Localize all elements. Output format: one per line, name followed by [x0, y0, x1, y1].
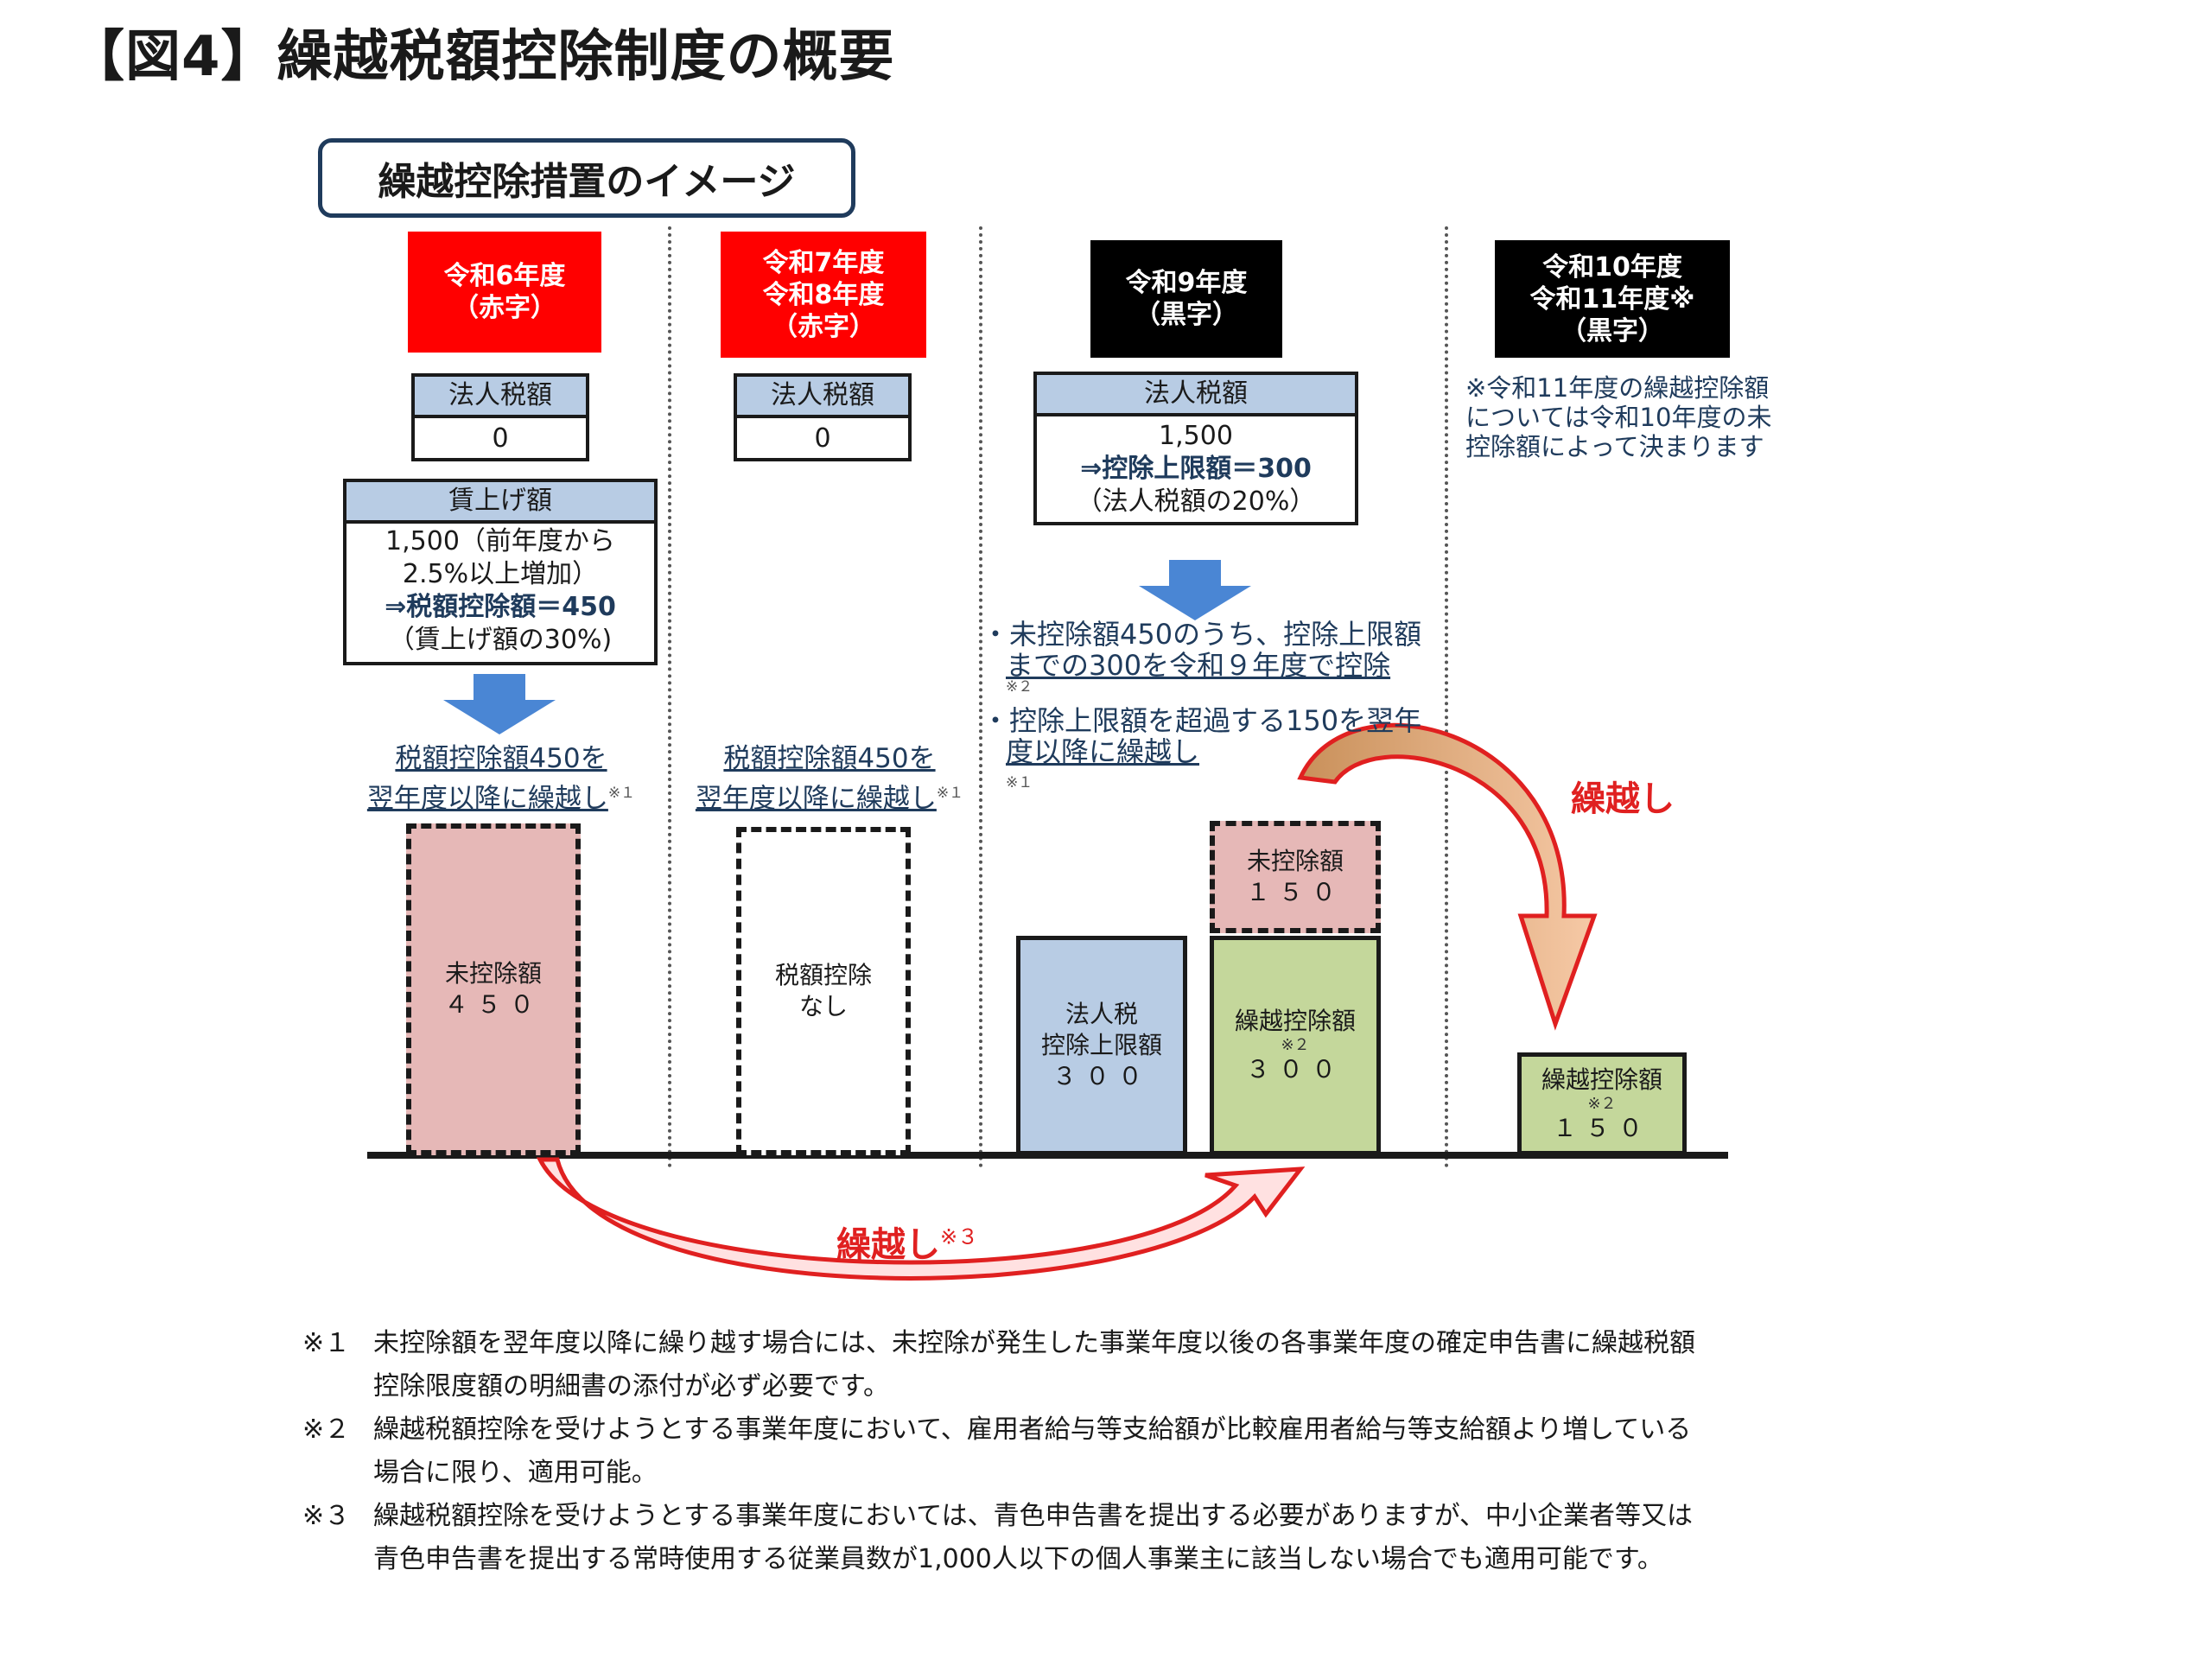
column-header-r7-r8: 令和7年度 令和8年度 （赤字）	[721, 232, 926, 358]
carry-arrow-right	[1297, 722, 1598, 1031]
tax-box-r7: 法人税額 0	[734, 373, 912, 461]
carry-note-r6: 税額控除額450を 翌年度以降に繰越し※１	[366, 743, 636, 815]
tax-box-r9: 法人税額 1,500 ⇒控除上限額＝300 （法人税額の20%）	[1033, 372, 1358, 525]
carry-label-right: 繰越し	[1571, 779, 1675, 819]
wage-box-r6: 賃上げ額 1,500（前年度から 2.5%以上増加） ⇒税額控除額＝450 （賃…	[343, 479, 658, 665]
bar-no-credit: 税額控除 なし	[736, 827, 911, 1155]
carry-arrow-bottom	[536, 1157, 1306, 1281]
down-arrow-icon	[443, 674, 556, 734]
image-label: 繰越控除措置のイメージ	[318, 138, 855, 218]
r9-bullets: ・未控除額450のうち、控除上限額 までの300を令和９年度で控除 ※２ ・控除…	[982, 619, 1421, 810]
tax-label: 法人税額	[1037, 375, 1355, 416]
bar-uncredited-450: 未控除額 ４５０	[406, 823, 581, 1155]
footnote-1: ※１ 未控除額を翌年度以降に繰り越す場合には、未控除が発生した事業年度以後の各事…	[302, 1328, 1695, 1402]
wage-label: 賃上げ額	[346, 482, 654, 524]
bar-uncredited-150: 未控除額 １５０	[1210, 821, 1381, 933]
footnote-3: ※３ 繰越税額控除を受けようとする事業年度においては、青色申告書を提出する必要が…	[302, 1501, 1693, 1574]
column-header-r10-r11: 令和10年度 令和11年度※ （黒字）	[1495, 240, 1730, 358]
column-header-r6: 令和6年度 （赤字）	[408, 232, 601, 353]
tax-label: 法人税額	[737, 377, 908, 418]
footnotes: ※１ 未控除額を翌年度以降に繰り越す場合には、未控除が発生した事業年度以後の各事…	[302, 1322, 1944, 1581]
bullet-item: ・未控除額450のうち、控除上限額 までの300を令和９年度で控除 ※２	[982, 618, 1422, 696]
bullet-item: ・控除上限額を超過する150を翌年 度以降に繰越し※１	[982, 704, 1422, 791]
bar-carryover-300: 繰越控除額 ※２ ３００	[1210, 936, 1381, 1155]
tax-value: 0	[814, 423, 831, 454]
column-header-r9: 令和9年度 （黒字）	[1090, 240, 1282, 358]
r11-note: ※令和11年度の繰越控除額 については令和10年度の未 控除額によって決まります	[1465, 373, 1772, 461]
column-divider	[979, 226, 982, 1168]
page-title: 【図4】繰越税額控除制度の概要	[69, 25, 895, 89]
column-divider	[668, 226, 671, 1168]
footnote-2: ※２ 繰越税額控除を受けようとする事業年度において、雇用者給与等支給額が比較雇用…	[302, 1414, 1692, 1488]
column-divider	[1445, 226, 1448, 1168]
down-arrow-icon	[1139, 560, 1251, 620]
bar-carryover-150: 繰越控除額 ※２ １５０	[1517, 1052, 1687, 1155]
tax-label: 法人税額	[415, 377, 586, 418]
carry-note-r7: 税額控除額450を 翌年度以降に繰越し※１	[695, 743, 964, 815]
carry-label-bottom: 繰越し※３	[836, 1224, 979, 1265]
bar-tax-limit-300: 法人税 控除上限額 ３００	[1016, 936, 1187, 1155]
tax-value: 0	[492, 423, 509, 454]
tax-box-r6: 法人税額 0	[411, 373, 589, 461]
